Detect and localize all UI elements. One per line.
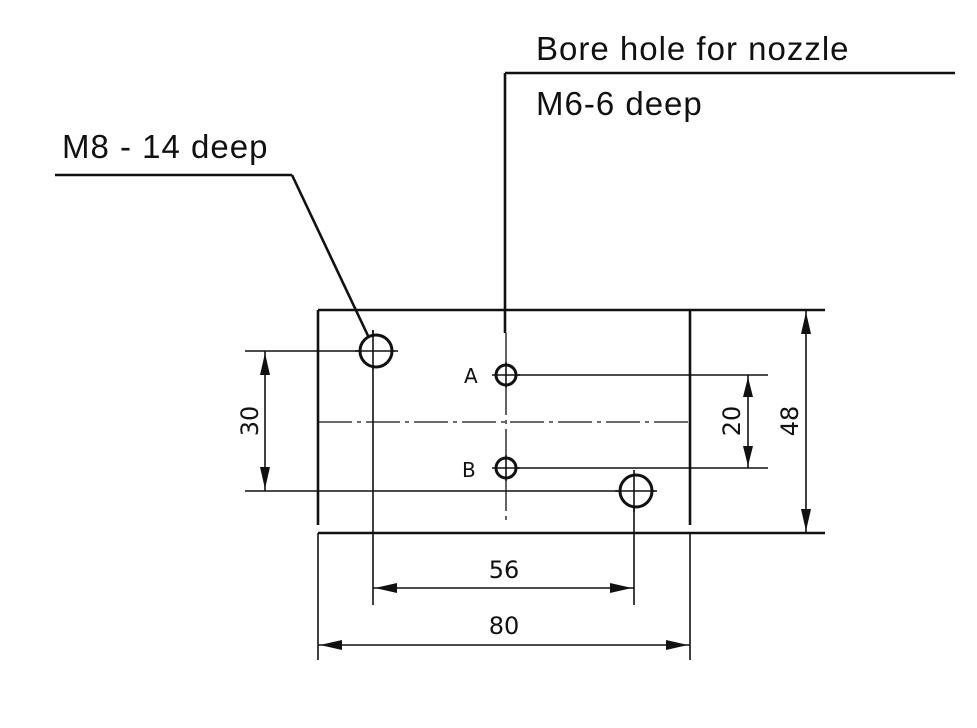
dimension-56: 56 xyxy=(373,556,634,593)
dimension-20: 20 xyxy=(718,375,753,468)
dimension-80: 80 xyxy=(318,612,690,650)
port-a-label: A xyxy=(464,364,478,388)
block-outline xyxy=(316,308,825,535)
nozzle-callout-thread: M6-6 deep xyxy=(536,85,703,122)
mount-callout-label: M8 - 14 deep xyxy=(62,128,268,165)
nozzle-callout: Bore hole for nozzle M6-6 deep xyxy=(503,30,955,333)
dimension-80-label: 80 xyxy=(489,612,520,640)
dimension-48-label: 48 xyxy=(776,406,804,437)
holes xyxy=(355,330,657,512)
mount-callout: M8 - 14 deep xyxy=(55,128,372,341)
dimension-56-label: 56 xyxy=(489,556,520,584)
port-b-label: B xyxy=(462,458,476,482)
dimension-20-label: 20 xyxy=(718,406,746,437)
dimension-30-label: 30 xyxy=(236,406,264,437)
mount-leader-line xyxy=(290,174,372,341)
nozzle-callout-title: Bore hole for nozzle xyxy=(536,30,850,67)
dimension-30: 30 xyxy=(236,351,270,491)
dimension-48: 48 xyxy=(776,310,811,533)
